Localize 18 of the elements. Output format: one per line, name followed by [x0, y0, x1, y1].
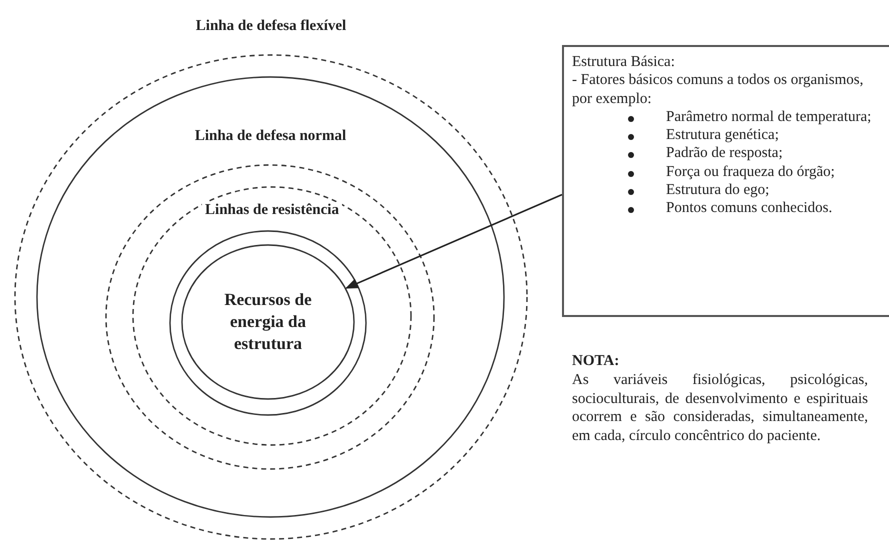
dashed-circle [132, 186, 412, 446]
list-item: Pontos comuns conhecidos. [666, 200, 832, 216]
arrow [345, 194, 562, 289]
list-item: Estrutura genética; [666, 127, 779, 144]
list-item: Força ou fraqueza do órgão; [666, 164, 835, 180]
note-text: As variáveis fisiológicas, psicológicas, socioculturais, de desenvolvimento e espirituais ocorrem e são consideradas, simultaneamente, em cada, círculo concêntrico do paciente. [572, 370, 868, 446]
circle-label: Recursos de energia da estrutura [223, 288, 313, 356]
list-item: Parâmetro normal de temperatura; [666, 108, 872, 125]
note-heading: NOTA: [572, 352, 620, 371]
boundary-circle [169, 230, 367, 416]
box-text: - Fatores básicos comuns a todos os organismos, por exemplo: [572, 71, 864, 108]
dashed-circle [105, 164, 435, 470]
text-box [562, 45, 889, 317]
list-item: Padrão de resposta; [666, 145, 783, 162]
core-circle [181, 244, 355, 400]
boundary-circle [36, 76, 505, 518]
box-heading: Estrutura Básica: [572, 53, 676, 72]
list-item: Estrutura do ego; [666, 182, 770, 198]
